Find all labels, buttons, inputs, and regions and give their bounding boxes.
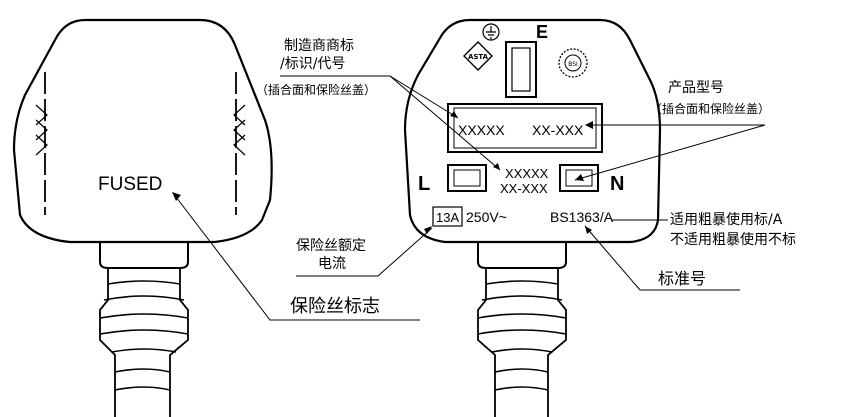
callout-model: 产品型号 （插合面和保险丝盖）: [574, 80, 770, 181]
right-plug: E ASTA BSI XXXXX XX-XXX L N XXXXX XX-XXX: [403, 18, 662, 417]
neutral-pin-inner: [565, 169, 593, 187]
window-right-text: XX-XXX: [532, 122, 584, 138]
pin-area-text-2: XX-XXX: [500, 181, 548, 196]
live-pin: [447, 164, 487, 192]
left-plug-neck: [99, 242, 189, 269]
left-plug-grip-ridges: [35, 104, 246, 156]
rating-voltage: 250V~: [466, 209, 507, 225]
neutral-pin-label: N: [610, 173, 624, 195]
right-cable-ribs: [477, 280, 567, 391]
earth-symbol-icon: [482, 23, 500, 41]
right-cable: [477, 268, 567, 417]
callout-fuse-mark: 保险丝标志: [172, 192, 420, 321]
right-plug-neck: [477, 242, 567, 269]
rating-current: 13A: [436, 210, 459, 225]
callout-standard-no: 标准号: [584, 225, 740, 291]
left-cable-ribs: [99, 280, 189, 391]
manufacturer-label-1: 制造商商标: [284, 38, 354, 54]
left-plug-body: [12, 18, 273, 244]
fuse-mark-label: 保险丝标志: [290, 296, 380, 317]
marking-window-inner: [453, 107, 597, 149]
standard-text: BS1363/A: [550, 209, 614, 225]
fuse-mark-arrowhead: [172, 192, 181, 201]
standard-no-label: 标准号: [658, 269, 706, 288]
callout-rough-use: 适用粗暴使用标/A 不适用粗暴使用不标: [612, 211, 796, 248]
svg-text:BSI: BSI: [568, 61, 578, 68]
left-cable: [99, 268, 189, 417]
marking-window: [447, 103, 603, 153]
rough-use-label-2: 不适用粗暴使用不标: [670, 231, 796, 248]
neutral-pin: [559, 164, 599, 192]
svg-text:ASTA: ASTA: [468, 53, 489, 61]
left-plug: FUSED: [12, 18, 273, 417]
earth-pin: [505, 41, 537, 98]
bsi-kitemark-icon: BSI: [558, 48, 588, 78]
pin-area-text-1: XXXXX: [505, 166, 549, 181]
model-label-2: （插合面和保险丝盖）: [650, 101, 770, 116]
fuse-rating-label-2: 电流: [318, 256, 346, 272]
manufacturer-label-3: （插合面和保险丝盖）: [256, 82, 376, 97]
window-left-text: XXXXX: [458, 122, 505, 138]
right-plug-body: [403, 18, 662, 244]
rough-use-label-1: 适用粗暴使用标/A: [670, 211, 783, 228]
earth-pin-label: E: [536, 22, 548, 42]
fused-text: FUSED: [98, 174, 162, 195]
callout-manufacturer: 制造商商标 /标识/代号 （插合面和保险丝盖）: [256, 38, 501, 171]
earth-pin-inner: [511, 47, 531, 92]
manufacturer-label-2: /标识/代号: [280, 56, 345, 72]
live-pin-inner: [453, 169, 481, 187]
callout-fuse-rating: 保险丝额定 电流: [296, 226, 433, 277]
asta-badge-icon: ASTA: [463, 41, 493, 71]
model-label-1: 产品型号: [668, 80, 724, 96]
rating-box: [432, 206, 463, 227]
live-pin-label: L: [418, 173, 430, 195]
fuse-rating-label-1: 保险丝额定: [296, 238, 366, 254]
